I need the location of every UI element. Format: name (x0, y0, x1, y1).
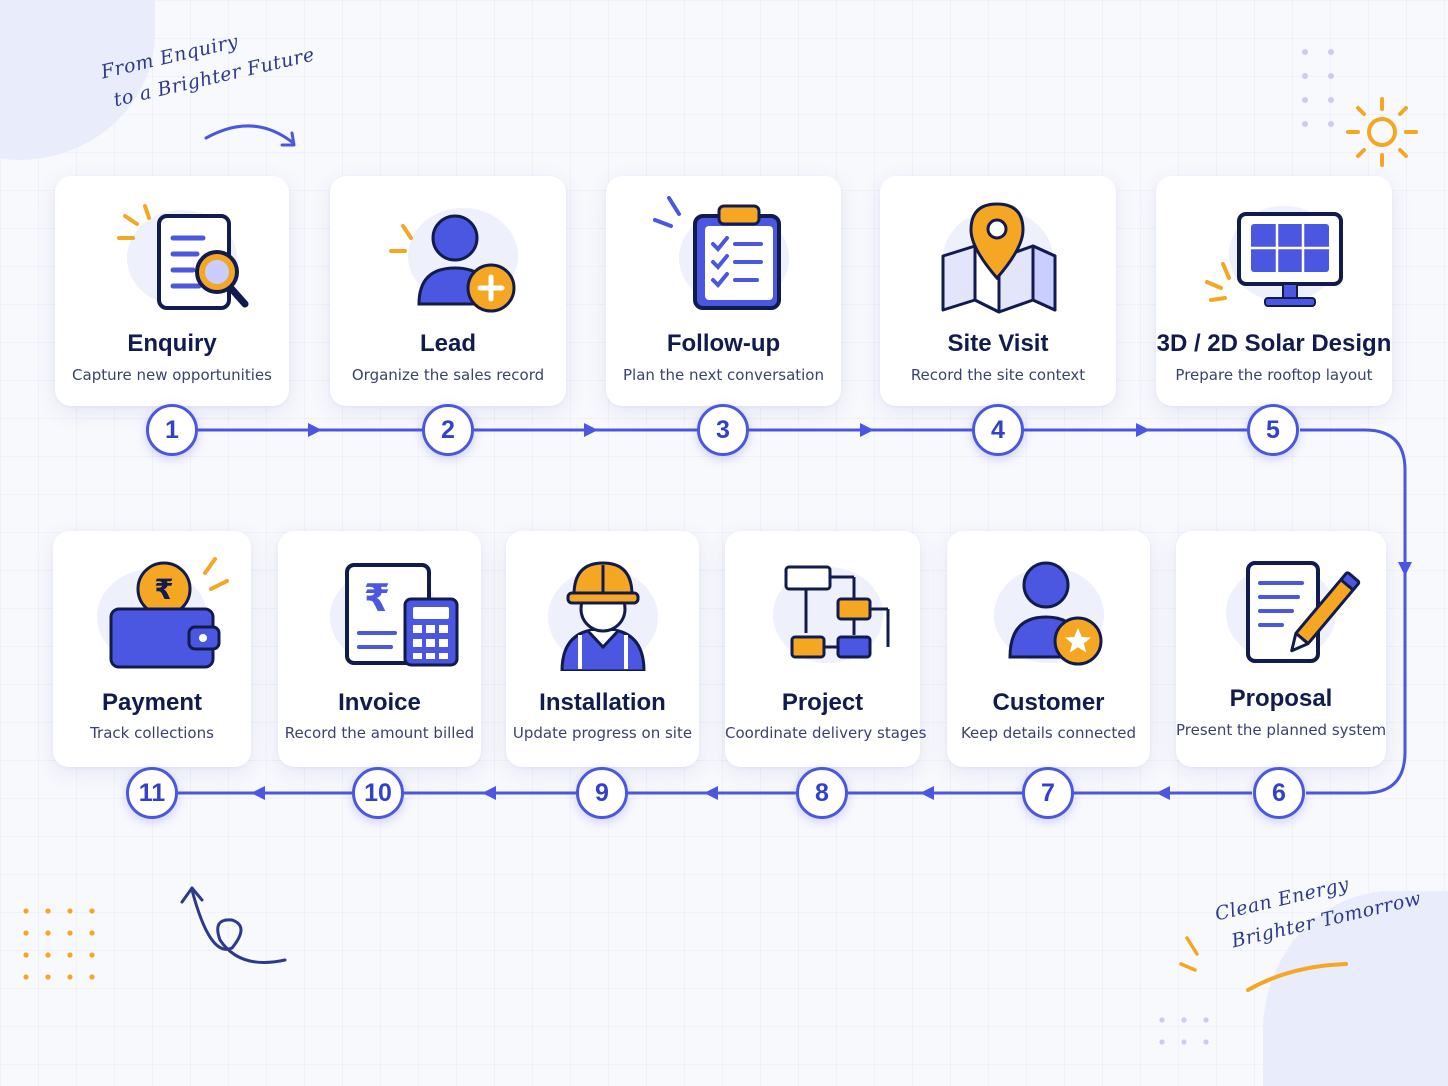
step-subtitle: Record the amount billed (284, 724, 475, 742)
svg-text:₹: ₹ (154, 573, 173, 606)
step-subtitle: Plan the next conversation (622, 366, 824, 384)
step-title: Enquiry (127, 330, 217, 357)
step-title: Proposal (1229, 685, 1333, 712)
step-card-invoice: ₹ Invoice Record the amount billed (278, 531, 481, 767)
step-subtitle: Present the planned system (1176, 721, 1387, 739)
flowchart-icon (725, 551, 920, 671)
map-pin-icon (880, 196, 1116, 316)
user-add-icon (330, 196, 566, 316)
dots-decoration-bottom-right (1159, 1017, 1209, 1045)
curved-arrow-icon (204, 124, 296, 147)
step-number-7: 7 (1022, 767, 1074, 819)
document-search-icon (55, 196, 289, 316)
step-title: Lead (419, 330, 476, 357)
dots-decoration-bottom-left (23, 908, 95, 980)
sparkle-icon-bottom-right (1179, 936, 1199, 972)
step-number-1: 1 (146, 404, 198, 456)
step-title: Installation (539, 689, 666, 716)
wallet-coin-icon: ₹ (53, 551, 251, 671)
step-subtitle: Update progress on site (512, 724, 693, 742)
step-subtitle: Record the site context (910, 366, 1086, 384)
svg-text:₹: ₹ (363, 576, 389, 620)
step-number-11: 11 (126, 767, 178, 819)
step-subtitle: Track collections (90, 724, 214, 742)
step-card-solar-design: 3D / 2D Solar Design Prepare the rooftop… (1156, 176, 1392, 406)
step-number-5: 5 (1247, 404, 1299, 456)
step-number-8: 8 (796, 767, 848, 819)
step-title: Invoice (338, 689, 421, 716)
step-card-project: Project Coordinate delivery stages (725, 531, 927, 767)
step-number-10: 10 (352, 767, 404, 819)
step-title: Customer (992, 689, 1105, 716)
step-number-4: 4 (972, 404, 1024, 456)
step-number-2: 2 (422, 404, 474, 456)
step-card-follow-up: Follow-up Plan the next conversation (606, 176, 841, 406)
step-title: Site Visit (947, 330, 1049, 357)
step-subtitle: Coordinate delivery stages (725, 724, 927, 742)
solar-panel-monitor-icon (1156, 196, 1392, 316)
step-title: Project (781, 689, 864, 716)
underline-stroke (1246, 962, 1348, 992)
sun-icon (1346, 97, 1418, 167)
step-subtitle: Organize the sales record (351, 366, 545, 384)
loop-arrow-icon (180, 886, 287, 964)
document-pen-icon (1176, 551, 1386, 671)
step-number-6: 6 (1253, 767, 1305, 819)
clipboard-checklist-icon (606, 196, 841, 316)
step-card-lead: Lead Organize the sales record (330, 176, 566, 406)
step-number-3: 3 (697, 404, 749, 456)
user-star-icon (947, 551, 1150, 671)
step-card-proposal: Proposal Present the planned system (1176, 531, 1386, 767)
step-subtitle: Capture new opportunities (72, 366, 272, 384)
step-title: 3D / 2D Solar Design (1156, 330, 1392, 357)
step-subtitle: Keep details connected (960, 724, 1137, 742)
step-subtitle: Prepare the rooftop layout (1175, 366, 1373, 384)
step-card-customer: Customer Keep details connected (947, 531, 1150, 767)
invoice-calculator-icon: ₹ (278, 551, 481, 671)
step-title: Payment (101, 689, 203, 716)
step-card-enquiry: Enquiry Capture new opportunities (55, 176, 289, 406)
step-card-payment: ₹ Payment Track collections (53, 531, 251, 767)
step-number-9: 9 (576, 767, 628, 819)
step-title: Follow-up (666, 330, 781, 357)
worker-helmet-icon (506, 551, 699, 671)
step-card-installation: Installation Update progress on site (506, 531, 699, 767)
dots-decoration-top-right (1302, 49, 1334, 127)
step-card-site-visit: Site Visit Record the site context (880, 176, 1116, 406)
